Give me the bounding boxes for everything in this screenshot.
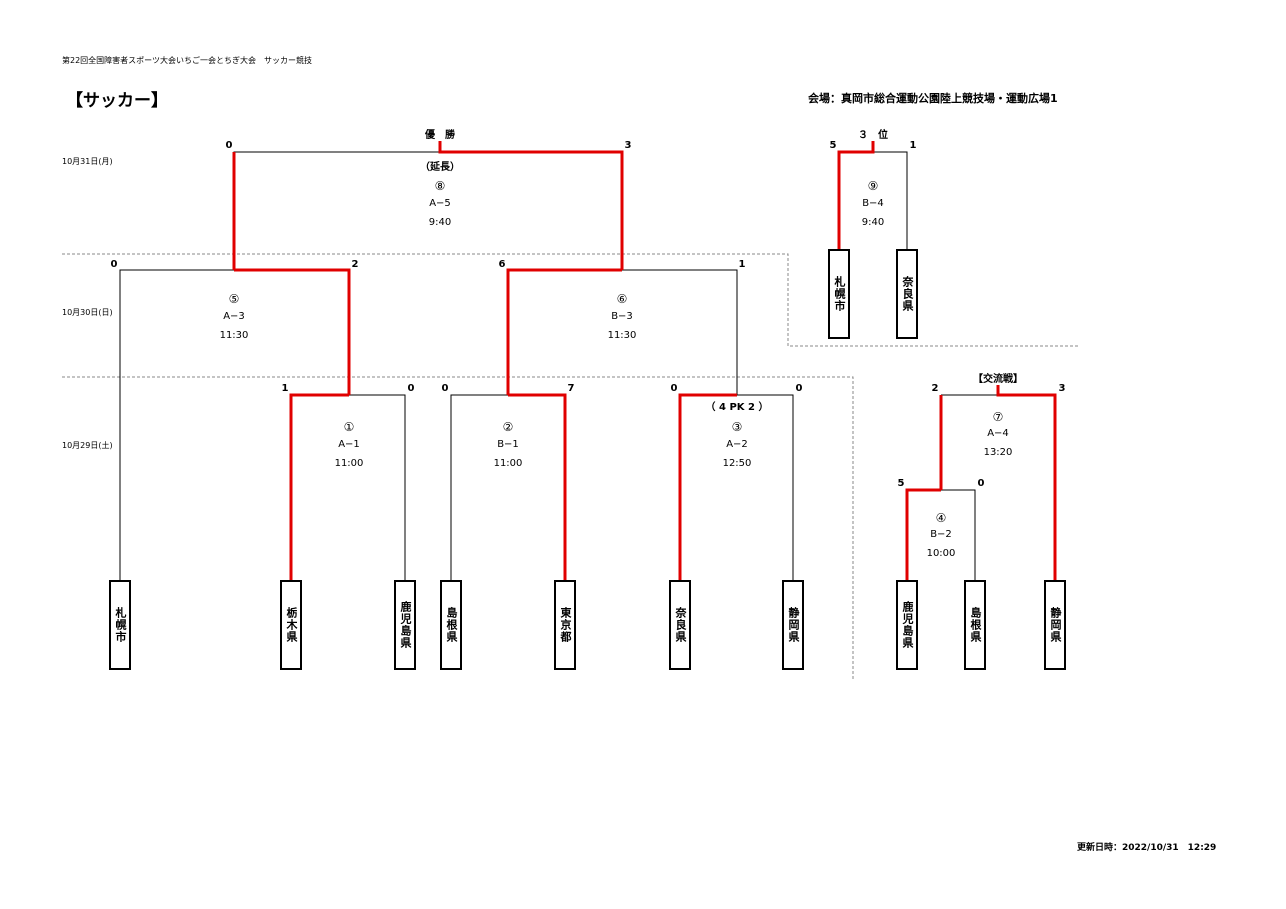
- score-m9-right: 1: [909, 140, 917, 151]
- page-title: 【サッカー】: [66, 91, 168, 111]
- date-label-day2: 10月30日(日): [62, 308, 113, 317]
- m4-code: B−2: [930, 529, 952, 540]
- team-name: 奈良県: [901, 276, 914, 312]
- score-m2-left: 0: [441, 383, 449, 394]
- m8-number: ⑧: [434, 179, 446, 193]
- team-box-shizuoka: 静岡県: [782, 580, 804, 670]
- team-box-kagoshima: 鹿児島県: [394, 580, 416, 670]
- m9-code: B−4: [862, 198, 884, 209]
- score-m8-right: 3: [624, 140, 632, 151]
- score-m1-left: 1: [281, 383, 289, 394]
- team-box-nara: 奈良県: [669, 580, 691, 670]
- date-label-day1: 10月29日(土): [62, 441, 113, 450]
- m6-time: 11:30: [607, 330, 637, 341]
- winner-lines: [232, 141, 1057, 580]
- m4-time: 10:00: [926, 548, 956, 559]
- team-name: 札幌市: [114, 607, 127, 643]
- score-m2-right: 7: [567, 383, 575, 394]
- m5-code: A−3: [223, 311, 245, 322]
- m4-number: ④: [935, 511, 947, 525]
- third-place-label: ３ 位: [858, 130, 888, 141]
- m6-code: B−3: [611, 311, 633, 322]
- team-name: 島根県: [445, 607, 458, 643]
- exchange-match-label: 【交流戦】: [973, 374, 1023, 385]
- m9-number: ⑨: [867, 179, 879, 193]
- m1-code: A−1: [338, 439, 360, 450]
- team-name: 鹿児島県: [901, 601, 914, 649]
- m2-number: ②: [502, 420, 514, 434]
- m8-time: 9:40: [428, 217, 452, 228]
- team-box-shimane: 島根県: [440, 580, 462, 670]
- m2-code: B−1: [497, 439, 519, 450]
- m3-code: A−2: [726, 439, 748, 450]
- venue-label: 会場：真岡市総合運動公園陸上競技場・運動広場1: [808, 92, 1058, 105]
- team-name: 東京都: [559, 607, 572, 643]
- score-m7-right: 3: [1058, 383, 1066, 394]
- score-m8-left: 0: [225, 140, 233, 151]
- score-m4-right: 0: [977, 478, 985, 489]
- updated-timestamp: 更新日時：2022/10/31 12:29: [1077, 843, 1217, 853]
- date-label-day3: 10月31日(月): [62, 157, 113, 166]
- score-m6-right: 1: [738, 259, 746, 270]
- m8-code: A−5: [429, 198, 451, 209]
- team-box-nara-3rd: 奈良県: [896, 249, 918, 339]
- team-box-kagoshima-ex: 鹿児島県: [896, 580, 918, 670]
- team-name: 鹿児島県: [399, 601, 412, 649]
- score-m6-left: 6: [498, 259, 506, 270]
- team-name: 静岡県: [787, 607, 800, 643]
- score-m3-right: 0: [795, 383, 803, 394]
- score-m5-right: 2: [351, 259, 359, 270]
- m5-time: 11:30: [219, 330, 249, 341]
- m2-time: 11:00: [493, 458, 523, 469]
- m5-number: ⑤: [228, 292, 240, 306]
- team-box-tochigi: 栃木県: [280, 580, 302, 670]
- date-separators: [62, 253, 1078, 680]
- score-m9-left: 5: [829, 140, 837, 151]
- team-name: 栃木県: [285, 607, 298, 643]
- score-m5-left: 0: [110, 259, 118, 270]
- m8-note: （延長）: [420, 162, 460, 173]
- event-line: 第22回全国障害者スポーツ大会いちご一会とちぎ大会 サッカー競技: [62, 56, 313, 65]
- score-m1-right: 0: [407, 383, 415, 394]
- score-m3-left: 0: [670, 383, 678, 394]
- team-box-sapporo: 札幌市: [109, 580, 131, 670]
- m7-number: ⑦: [992, 410, 1004, 424]
- m3-number: ③: [731, 420, 743, 434]
- final-label: 優 勝: [425, 130, 455, 141]
- team-box-tokyo: 東京都: [554, 580, 576, 670]
- m3-time: 12:50: [722, 458, 752, 469]
- m7-time: 13:20: [983, 447, 1013, 458]
- m7-code: A−4: [987, 428, 1009, 439]
- m6-number: ⑥: [616, 292, 628, 306]
- team-name: 島根県: [969, 607, 982, 643]
- score-m4-left: 5: [897, 478, 905, 489]
- team-name: 奈良県: [674, 607, 687, 643]
- m1-number: ①: [343, 420, 355, 434]
- team-box-sapporo-3rd: 札幌市: [828, 249, 850, 339]
- team-name: 札幌市: [833, 276, 846, 312]
- score-m7-left: 2: [931, 383, 939, 394]
- m3-note: （ 4 PK 2 ）: [705, 402, 769, 413]
- team-name: 静岡県: [1049, 607, 1062, 643]
- m9-time: 9:40: [861, 217, 885, 228]
- team-box-shimane-ex: 島根県: [964, 580, 986, 670]
- team-box-shizuoka-ex: 静岡県: [1044, 580, 1066, 670]
- m1-time: 11:00: [334, 458, 364, 469]
